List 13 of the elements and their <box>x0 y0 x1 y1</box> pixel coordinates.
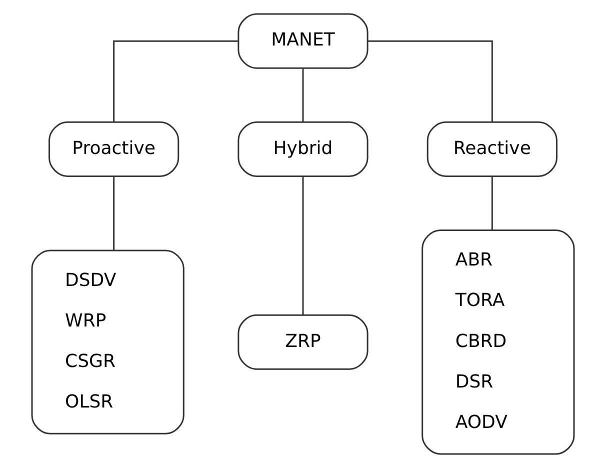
connector <box>491 176 493 230</box>
node-box: Reactive <box>426 121 558 177</box>
node-box: Hybrid <box>238 121 368 177</box>
node-box: ZRP <box>238 314 368 370</box>
node-box: MANET <box>238 13 368 69</box>
node-box: Proactive <box>48 121 180 177</box>
node-box: DSDV WRP CSGR OLSR <box>31 250 184 434</box>
connector <box>302 176 304 315</box>
node-box: ABR TORA CBRD DSR AODV <box>422 230 575 455</box>
connector <box>302 68 304 122</box>
connector <box>113 40 238 122</box>
connector <box>368 40 493 122</box>
connector <box>113 176 115 250</box>
